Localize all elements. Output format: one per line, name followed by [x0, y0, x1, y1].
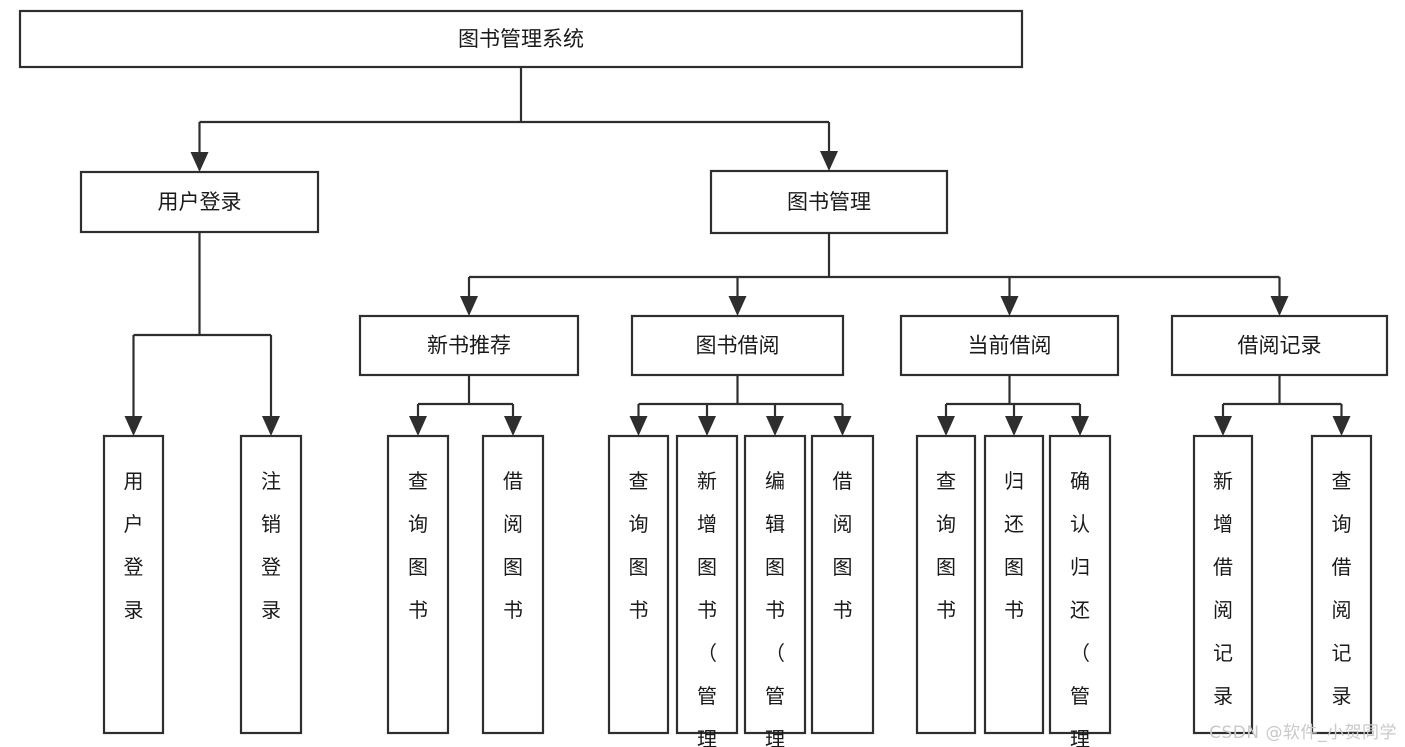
node-label-leaf-user-login: 用户登录: [124, 469, 144, 622]
node-leaf-logout-login[interactable]: 注销登录: [239, 434, 303, 735]
arrow-head-icon: [766, 416, 784, 436]
node-box-leaf-query-book-1: [386, 434, 450, 735]
node-box-borrow-record: [1170, 314, 1389, 377]
node-label-leaf-edit-book-admin: 编辑图书（管理员）: [765, 469, 785, 747]
node-layer: 图书管理系统用户登录图书管理新书推荐图书借阅当前借阅借阅记录用户登录注销登录查询…: [18, 9, 1389, 747]
arrow-head-icon: [1214, 416, 1232, 436]
node-label-leaf-borrow-book-2: 借阅图书: [833, 469, 853, 622]
node-label-root: 图书管理系统: [458, 27, 584, 51]
connector-group-root: [190, 67, 838, 172]
node-label-leaf-query-book-2: 查询图书: [629, 469, 649, 622]
node-box-leaf-add-borrow-record: [1192, 434, 1254, 735]
connector-group-new-book-recommend: [409, 375, 522, 436]
node-label-leaf-confirm-return-admin: 确认归还（管理员）: [1070, 469, 1090, 747]
node-label-book-management: 图书管理: [787, 190, 871, 214]
node-box-leaf-user-login: [102, 434, 165, 735]
node-new-book-recommend[interactable]: 新书推荐: [358, 314, 580, 377]
arrow-head-icon: [124, 416, 143, 436]
node-label-leaf-add-borrow-record: 新增借阅记录: [1213, 469, 1233, 708]
node-box-leaf-logout-login: [239, 434, 303, 735]
node-box-leaf-edit-book-admin: [743, 434, 807, 735]
node-leaf-borrow-book-2[interactable]: 借阅图书: [810, 434, 875, 735]
node-box-new-book-recommend: [358, 314, 580, 377]
arrow-head-icon: [1071, 416, 1089, 436]
node-label-leaf-logout-login: 注销登录: [261, 469, 281, 622]
node-box-current-borrow: [899, 314, 1120, 377]
node-label-leaf-query-book-3: 查询图书: [936, 469, 956, 622]
node-box-leaf-confirm-return-admin: [1048, 434, 1112, 735]
node-box-book-borrow: [630, 314, 845, 377]
arrow-head-icon: [1270, 296, 1289, 316]
arrow-head-icon: [190, 152, 209, 172]
connector-group-user-login: [124, 232, 280, 436]
arrow-head-icon: [409, 416, 427, 436]
node-leaf-add-book-admin[interactable]: 新增图书（管理员）: [675, 434, 739, 747]
node-leaf-edit-book-admin[interactable]: 编辑图书（管理员）: [743, 434, 807, 747]
connector-group-borrow-record: [1214, 375, 1351, 436]
node-leaf-query-book-2[interactable]: 查询图书: [607, 434, 670, 735]
arrow-head-icon: [698, 416, 716, 436]
node-label-new-book-recommend: 新书推荐: [427, 334, 511, 358]
connector-layer: [124, 67, 1351, 436]
arrow-head-icon: [833, 416, 852, 436]
arrow-head-icon: [1005, 416, 1023, 436]
node-box-leaf-borrow-book-1: [481, 434, 545, 735]
connector-group-current-borrow: [937, 375, 1089, 436]
node-user-login[interactable]: 用户登录: [79, 170, 320, 234]
node-leaf-query-borrow-record[interactable]: 查询借阅记录: [1310, 434, 1373, 735]
node-box-leaf-query-book-2: [607, 434, 670, 735]
node-box-leaf-return-book: [983, 434, 1045, 735]
watermark-label: CSDN @软件_小贺同学: [1209, 723, 1397, 743]
node-label-leaf-borrow-book-1: 借阅图书: [503, 469, 523, 622]
node-label-leaf-return-book: 归还图书: [1004, 469, 1024, 622]
node-leaf-return-book[interactable]: 归还图书: [983, 434, 1045, 735]
node-book-management[interactable]: 图书管理: [709, 169, 949, 235]
node-label-current-borrow: 当前借阅: [968, 334, 1052, 358]
node-box-leaf-query-book-3: [915, 434, 977, 735]
arrow-head-icon: [460, 296, 478, 316]
node-label-book-borrow: 图书借阅: [696, 334, 780, 358]
connector-group-book-borrow: [629, 375, 852, 436]
node-label-leaf-query-book-1: 查询图书: [408, 469, 428, 622]
arrow-head-icon: [504, 416, 522, 436]
node-box-user-login: [79, 170, 320, 234]
node-box-root: [18, 9, 1024, 69]
arrow-head-icon: [728, 296, 747, 316]
node-label-leaf-query-borrow-record: 查询借阅记录: [1332, 469, 1352, 708]
node-label-borrow-record: 借阅记录: [1238, 334, 1322, 358]
node-current-borrow[interactable]: 当前借阅: [899, 314, 1120, 377]
connector-group-book-management: [460, 233, 1289, 316]
node-box-leaf-borrow-book-2: [810, 434, 875, 735]
arrow-head-icon: [820, 151, 838, 171]
arrow-head-icon: [1332, 416, 1351, 436]
node-label-leaf-add-book-admin: 新增图书（管理员）: [697, 469, 717, 747]
node-label-user-login: 用户登录: [158, 190, 242, 214]
node-leaf-confirm-return-admin[interactable]: 确认归还（管理员）: [1048, 434, 1112, 747]
node-leaf-query-book-3[interactable]: 查询图书: [915, 434, 977, 735]
arrow-head-icon: [937, 416, 955, 436]
node-box-book-management: [709, 169, 949, 235]
arrow-head-icon: [629, 416, 648, 436]
node-leaf-add-borrow-record[interactable]: 新增借阅记录: [1192, 434, 1254, 735]
node-borrow-record[interactable]: 借阅记录: [1170, 314, 1389, 377]
node-box-leaf-add-book-admin: [675, 434, 739, 735]
node-box-leaf-query-borrow-record: [1310, 434, 1373, 735]
node-leaf-user-login[interactable]: 用户登录: [102, 434, 165, 735]
node-leaf-query-book-1[interactable]: 查询图书: [386, 434, 450, 735]
node-root[interactable]: 图书管理系统: [18, 9, 1024, 69]
arrow-head-icon: [262, 416, 280, 436]
arrow-head-icon: [1000, 296, 1019, 316]
node-leaf-borrow-book-1[interactable]: 借阅图书: [481, 434, 545, 735]
node-book-borrow[interactable]: 图书借阅: [630, 314, 845, 377]
